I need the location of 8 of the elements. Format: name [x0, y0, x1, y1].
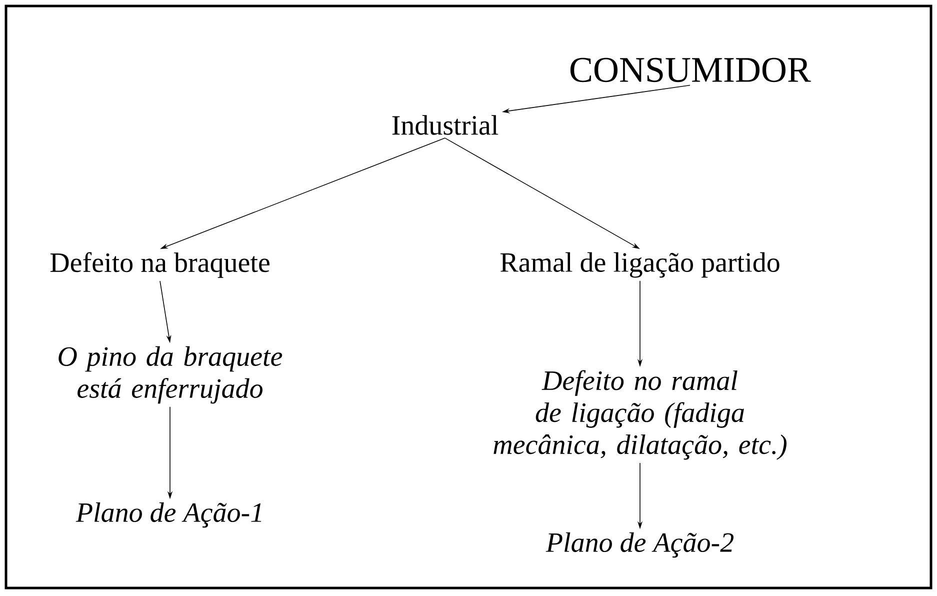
text-label: O pino da braquete está enferrujado — [58, 346, 282, 404]
text-label: CONSUMIDOR — [570, 58, 811, 82]
text-label: Ramal de ligação partido — [500, 252, 780, 278]
text-label: Defeito no ramal de ligação (fadiga mecânica, dilatação, etc.) — [494, 370, 786, 460]
text-label: Defeito na braquete — [50, 252, 270, 278]
text-label: Plano de Ação-2 — [546, 532, 734, 558]
text-label: Plano de Ação-1 — [76, 502, 262, 528]
text-label: Industrial — [392, 115, 498, 135]
